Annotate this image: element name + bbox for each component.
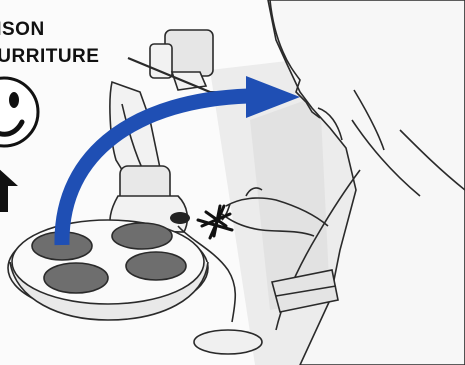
plate-well bbox=[125, 251, 187, 281]
plate-well bbox=[43, 262, 109, 294]
caption-text: AISON OURRITURE bbox=[0, 16, 99, 70]
curved-arrow-head bbox=[246, 76, 300, 118]
curved-arrow-icon bbox=[54, 88, 249, 246]
person bbox=[221, 0, 465, 365]
smiley-face-icon bbox=[0, 76, 40, 148]
caption-line-1: AISON bbox=[0, 19, 45, 40]
food-plate bbox=[7, 219, 263, 355]
controller-button bbox=[170, 212, 190, 224]
tap-burst-icon bbox=[196, 204, 234, 240]
plate-well bbox=[111, 222, 173, 250]
caption-line-2: OURRITURE bbox=[0, 46, 100, 67]
robot-arm bbox=[109, 29, 257, 233]
up-arrow-icon bbox=[0, 169, 18, 212]
shadow-shape bbox=[250, 95, 330, 310]
